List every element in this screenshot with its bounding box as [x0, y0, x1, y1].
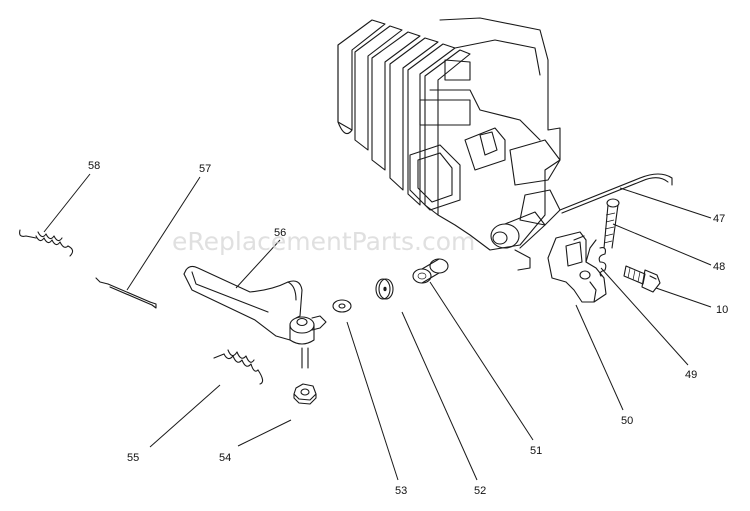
part-53-small-washer: [332, 299, 352, 313]
leader-50: [575, 304, 624, 411]
leader-10: [655, 287, 712, 308]
leader-lines: [43, 173, 712, 481]
callout-labels: 58 57 56 47 48 10 49 50 51 52 53 54 55: [88, 160, 728, 497]
leader-58: [43, 173, 91, 233]
callout-50: 50: [621, 415, 633, 427]
leader-54: [237, 419, 292, 447]
part-52-washer: [375, 278, 394, 300]
watermark: eReplacementParts.com: [172, 227, 475, 256]
part-55-spring: [213, 349, 264, 385]
callout-10: 10: [716, 304, 728, 316]
leader-53: [346, 321, 399, 481]
part-50-bracket: [547, 231, 607, 303]
callout-57: 57: [199, 163, 211, 175]
part-54-nut: [293, 383, 317, 405]
part-51-spacer: [412, 258, 449, 284]
callout-55: 55: [127, 452, 139, 464]
leader-56: [235, 239, 281, 289]
leader-55: [149, 384, 221, 448]
callout-53: 53: [395, 485, 407, 497]
leader-51: [429, 281, 534, 441]
callout-47: 47: [713, 213, 725, 225]
callout-54: 54: [219, 452, 231, 464]
callout-58: 58: [88, 160, 100, 172]
callout-48: 48: [713, 261, 725, 273]
callout-56: 56: [274, 227, 286, 239]
engine-block: [337, 17, 561, 271]
part-10-bolt: [623, 265, 661, 293]
leader-47: [619, 187, 712, 219]
leader-57: [126, 176, 201, 291]
governor-shaft-boss: [490, 211, 546, 249]
leader-52: [401, 311, 478, 481]
part-56-lever-arm: [183, 265, 327, 369]
part-48-screw: [603, 198, 620, 249]
callout-51: 51: [530, 445, 542, 457]
callout-49: 49: [685, 369, 697, 381]
leader-49: [600, 267, 689, 366]
cooling-fins: [337, 19, 471, 216]
part-58-spring: [19, 229, 74, 257]
callout-52: 52: [474, 485, 486, 497]
leader-48: [612, 223, 712, 266]
part-49-spring: [598, 247, 607, 277]
part-47-throttle-rod: [559, 173, 673, 214]
part-57-link-rod: [95, 277, 157, 309]
